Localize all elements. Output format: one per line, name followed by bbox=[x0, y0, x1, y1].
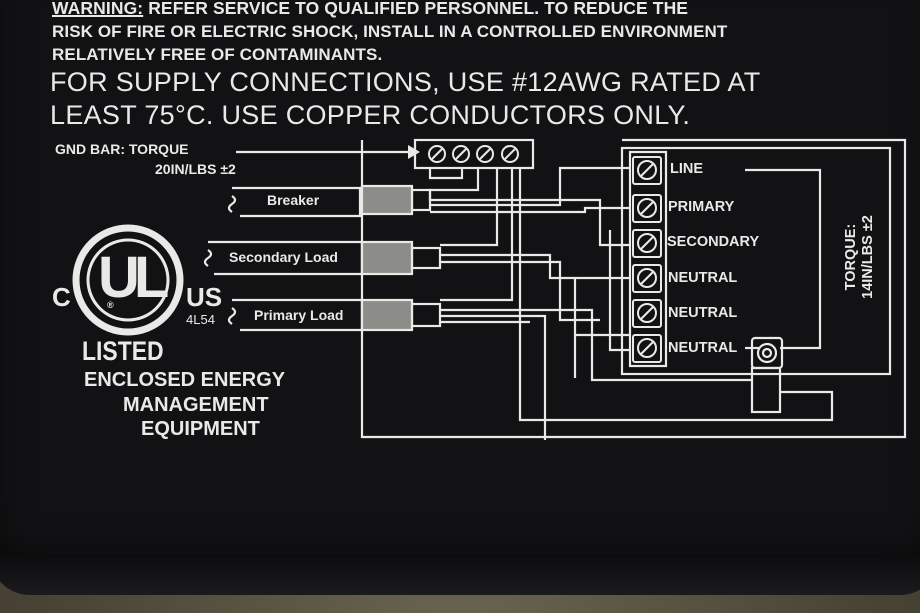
terminal-column-outline bbox=[628, 150, 668, 368]
breaker-connector-tab bbox=[410, 188, 432, 212]
enclosure-outline bbox=[360, 138, 907, 439]
ul-us-mark: US bbox=[186, 282, 223, 312]
terminal-label-neutral-2: NEUTRAL bbox=[668, 305, 738, 321]
terminal-label-neutral-3: NEUTRAL bbox=[668, 340, 738, 356]
terminal-label-neutral-1: NEUTRAL bbox=[668, 270, 738, 286]
terminal-label-primary: PRIMARY bbox=[668, 199, 735, 215]
torque-side-line-1: TORQUE: bbox=[843, 223, 859, 291]
primary-connector bbox=[360, 298, 414, 332]
warning-label: WARNING: bbox=[52, 0, 144, 18]
load-label-primary: Primary Load bbox=[254, 307, 344, 323]
terminal-block-outline bbox=[620, 146, 892, 376]
ul-c-mark: C bbox=[52, 282, 71, 312]
load-label-secondary: Secondary Load bbox=[229, 249, 338, 265]
load-label-breaker: Breaker bbox=[267, 192, 320, 208]
equipment-desc-3: EQUIPMENT bbox=[141, 418, 260, 440]
gnd-arrow-head bbox=[408, 145, 420, 159]
torque-side-line-2: 14IN/LBS ±2 bbox=[860, 215, 876, 299]
ground-bar-outline bbox=[413, 138, 535, 170]
ul-listed: LISTED bbox=[82, 336, 164, 366]
gnd-bar-label-1: GND BAR: TORQUE bbox=[55, 141, 189, 157]
equipment-desc-2: MANAGEMENT bbox=[123, 394, 269, 416]
ul-logo bbox=[72, 224, 184, 336]
primary-connector-tab bbox=[410, 302, 442, 328]
warning-line-3: RELATIVELY FREE OF CONTAMINANTS. bbox=[52, 45, 383, 64]
supply-line-1: FOR SUPPLY CONNECTIONS, USE #12AWG RATED… bbox=[50, 67, 761, 97]
ul-file-code: 4L54 bbox=[186, 312, 215, 327]
warning-line-2: RISK OF FIRE OR ELECTRIC SHOCK, INSTALL … bbox=[52, 22, 728, 41]
equipment-desc-1: ENCLOSED ENERGY bbox=[84, 369, 286, 391]
secondary-connector bbox=[360, 240, 414, 276]
secondary-connector-tab bbox=[410, 246, 442, 270]
panel-bottom-edge bbox=[0, 555, 920, 595]
torque-side-label: TORQUE: 14IN/LBS ±2 bbox=[843, 187, 877, 327]
breaker-connector bbox=[360, 184, 414, 216]
ul-text: UL bbox=[98, 245, 169, 310]
warning-text-1: REFER SERVICE TO QUALIFIED PERSONNEL. TO… bbox=[148, 0, 689, 18]
terminal-label-secondary: SECONDARY bbox=[667, 234, 760, 250]
gnd-bar-label-2: 20IN/LBS ±2 bbox=[155, 161, 236, 177]
warning-line-1: WARNING: REFER SERVICE TO QUALIFIED PERS… bbox=[52, 0, 688, 19]
terminal-label-line: LINE bbox=[670, 161, 704, 177]
supply-line-2: LEAST 75°C. USE COPPER CONDUCTORS ONLY. bbox=[50, 100, 691, 130]
ul-registered-mark: ® bbox=[107, 300, 114, 310]
